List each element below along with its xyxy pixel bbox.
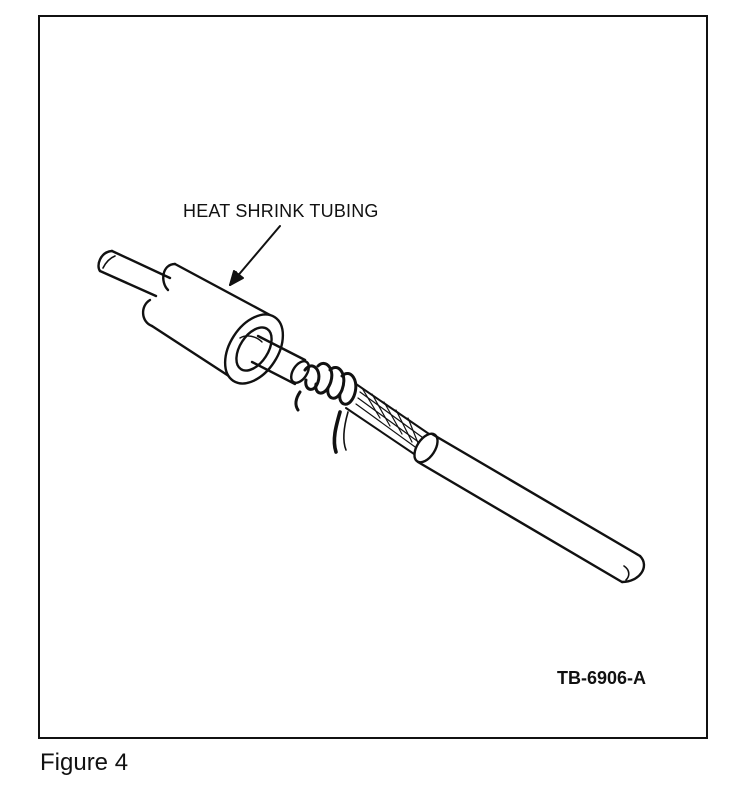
reference-code: TB-6906-A [557,668,647,688]
heat-shrink-tubing [141,262,285,385]
figure-caption: Figure 4 [40,749,129,776]
callout-arrow [229,225,281,286]
right-wire [413,432,646,584]
figure-frame [38,15,708,739]
heat-shrink-tubing-label: HEAT SHRINK TUBING [183,201,379,221]
wire-coil [294,361,358,454]
inner-insulation [250,334,310,386]
stranded-conductor [345,383,433,459]
left-wire [97,249,172,298]
